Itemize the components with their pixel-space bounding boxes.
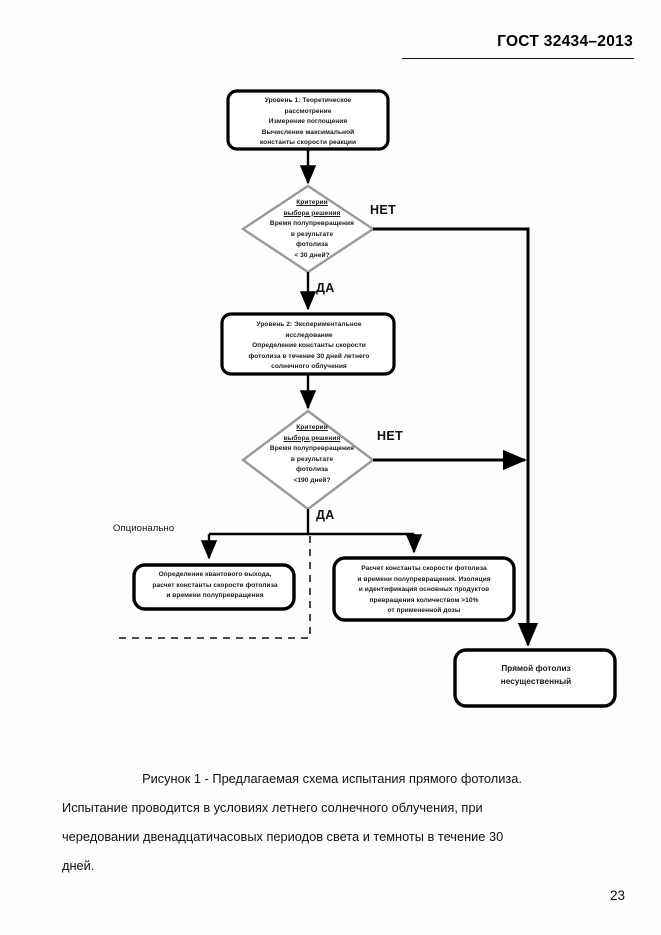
node-level1-label: Уровень 1: Теоретическое рассмотрение Из…	[259, 97, 357, 146]
node-decision1-label: Критерии выбора решения Время полупревра…	[269, 199, 355, 259]
standard-header: ГОСТ 32434–2013	[497, 33, 633, 50]
node-result-label: Расчет константы скорости фотолиза и вре…	[357, 565, 491, 614]
node-optional-shape	[132, 563, 296, 611]
page-number: 23	[609, 888, 625, 903]
header-rule	[402, 58, 634, 59]
flowchart-figure: Уровень 1: Теоретическое рассмотрение Из…	[113, 89, 617, 708]
node-optional-label: Определение квантового выхода, расчет ко…	[152, 571, 278, 599]
connector-decision1-no	[373, 227, 539, 647]
branch-label-yes-2: ДА	[316, 508, 335, 522]
caption-line-1: Рисунок 1 - Предлагаемая схема испытания…	[142, 771, 522, 786]
caption-line-2: Испытание проводится в условиях летнего …	[62, 800, 483, 815]
node-final-shape	[453, 648, 617, 708]
node-level2-label: Уровень 2: Экспериментальное исследовани…	[248, 321, 370, 370]
branch-label-no-1: НЕТ	[370, 203, 397, 217]
caption-line-4: дней.	[62, 858, 95, 873]
flowchart-graphics	[115, 89, 617, 708]
node-decision2-label: Критерии выбора решения Время полупревра…	[269, 424, 355, 484]
figure-caption: Рисунок 1 - Предлагаемая схема испытания…	[62, 764, 602, 880]
branch-label-no-2: НЕТ	[377, 429, 404, 443]
optional-region-label: Опционально	[113, 523, 175, 534]
branch-label-yes-1: ДА	[316, 281, 335, 295]
node-final-label: Прямой фотолиз несущественный	[500, 664, 572, 686]
node-result-shape	[332, 556, 516, 622]
caption-line-3: чередовании двенадцатичасовых периодов с…	[62, 829, 504, 844]
